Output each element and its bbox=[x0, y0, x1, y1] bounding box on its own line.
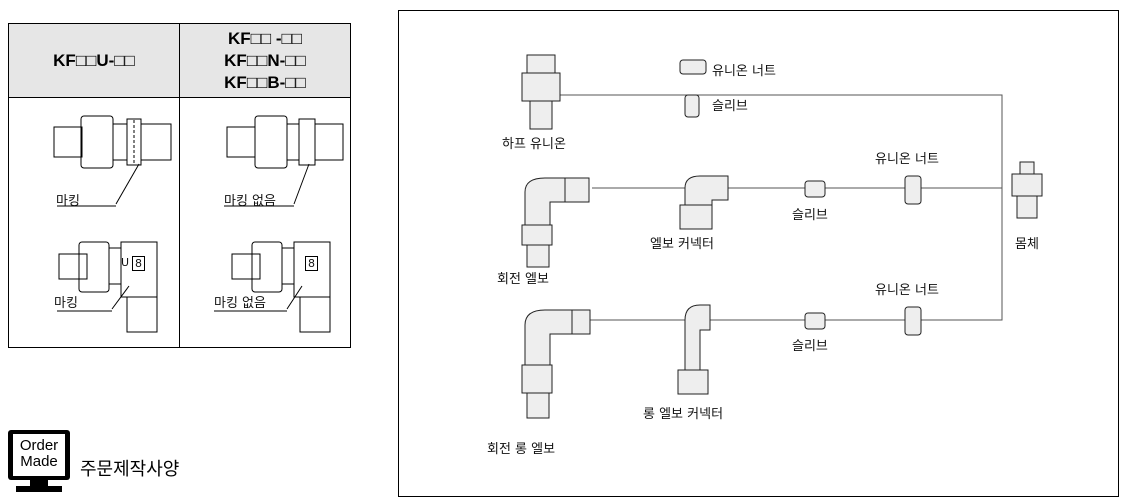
size-mark: 8 bbox=[132, 256, 145, 271]
marking-table: KF□□U-□□ KF□□ -□□ KF□□N-□□ KF□□B-□□ bbox=[8, 23, 351, 348]
swivel-elbow-part bbox=[521, 177, 590, 268]
logo-text: Order bbox=[19, 437, 59, 454]
label-sleeve-mid: 슬리브 bbox=[792, 208, 828, 223]
label-union-nut-top: 유니온 너트 bbox=[712, 64, 776, 79]
elbow-connector-part bbox=[679, 175, 729, 230]
label-elbow-connector: 엘보 커넥터 bbox=[650, 237, 714, 252]
order-made-logo: Order Made bbox=[8, 430, 72, 494]
straight-union-drawing bbox=[224, 115, 344, 207]
half-union-part bbox=[521, 54, 561, 130]
body-part bbox=[1011, 161, 1043, 219]
table-header-u-type: KF□□U-□□ bbox=[9, 24, 179, 98]
label-half-union: 하프 유니온 bbox=[502, 137, 566, 152]
long-elbow-connector-part bbox=[677, 304, 711, 395]
header-text: KF□□N-□□ bbox=[224, 50, 306, 70]
sleeve-top-part bbox=[684, 94, 700, 118]
straight-union-u-drawing bbox=[53, 115, 172, 207]
order-made-label: 주문제작사양 bbox=[80, 459, 180, 480]
union-nut-top-part bbox=[679, 59, 707, 75]
no-marking-label: 마킹 없음 bbox=[224, 194, 276, 209]
piping-diagram bbox=[398, 10, 1119, 497]
marking-label: 마킹 bbox=[54, 296, 78, 311]
u-mark: U bbox=[121, 256, 130, 269]
sleeve-mid-part bbox=[804, 180, 826, 198]
elbow-union-drawing bbox=[214, 241, 331, 333]
header-text: KF□□B-□□ bbox=[224, 72, 306, 92]
no-marking-label: 마킹 없음 bbox=[214, 296, 266, 311]
label-union-nut-mid: 유니온 너트 bbox=[875, 152, 939, 167]
label-body: 몸체 bbox=[1015, 237, 1039, 252]
marking-label: 마킹 bbox=[56, 194, 80, 209]
label-union-nut-bottom: 유니온 너트 bbox=[875, 283, 939, 298]
header-text: KF□□ -□□ bbox=[227, 28, 303, 48]
elbow-union-u-drawing bbox=[57, 241, 158, 333]
column-divider bbox=[179, 24, 180, 347]
logo-text: Made bbox=[20, 453, 58, 470]
union-nut-mid-part bbox=[904, 175, 922, 205]
label-sleeve-top: 슬리브 bbox=[712, 99, 748, 114]
label-swivel-elbow: 회전 엘보 bbox=[497, 272, 549, 287]
header-text: KF□□U-□□ bbox=[53, 50, 135, 70]
sleeve-bottom-part bbox=[804, 312, 826, 330]
swivel-long-elbow-part bbox=[521, 309, 591, 419]
fitting-drawings bbox=[53, 115, 344, 333]
label-swivel-long-elbow: 회전 롱 엘보 bbox=[487, 442, 556, 457]
size-mark: 8 bbox=[305, 256, 318, 271]
label-sleeve-bottom: 슬리브 bbox=[792, 339, 828, 354]
union-nut-bottom-part bbox=[904, 306, 922, 336]
label-long-elbow-connector: 롱 엘보 커넥터 bbox=[643, 407, 724, 422]
table-header-standard-type: KF□□ -□□ KF□□N-□□ KF□□B-□□ bbox=[180, 24, 350, 98]
